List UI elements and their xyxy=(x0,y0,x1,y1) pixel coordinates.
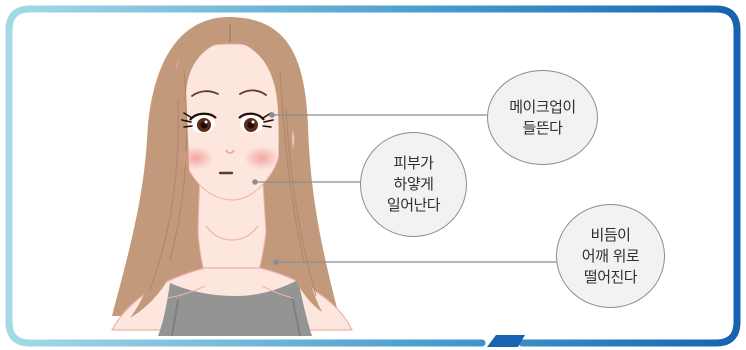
cheek-right xyxy=(244,146,280,170)
callout-makeup-label: 메이크업이 들뜬다 xyxy=(509,97,576,137)
callout-skin-label: 피부가 하얗게 일어난다 xyxy=(386,154,441,214)
callout-skin-flaking: 피부가 하얗게 일어난다 xyxy=(360,132,467,237)
callout-dandruff: 비듬이 어깨 위로 떨어진다 xyxy=(556,204,665,308)
hair-front-left xyxy=(130,22,228,318)
leader-makeup xyxy=(269,112,487,118)
anchor-dot xyxy=(252,179,258,185)
speech-tail xyxy=(487,335,525,347)
tank-top xyxy=(158,280,312,336)
eyebrow-left xyxy=(191,90,219,97)
eye-right xyxy=(238,112,274,133)
card-frame xyxy=(5,5,741,347)
callout-dandruff-label: 비듬이 어깨 위로 떨어진다 xyxy=(581,225,640,286)
anchor-dot xyxy=(269,112,275,118)
anchor-dot xyxy=(273,259,279,265)
eyebrow-right xyxy=(239,89,267,96)
eye-left xyxy=(181,112,217,133)
woman-icon xyxy=(110,17,353,337)
leader-dandruff xyxy=(273,259,557,265)
callout-makeup-lifting: 메이크업이 들뜬다 xyxy=(487,70,598,165)
leader-skin xyxy=(252,179,361,185)
cheek-left xyxy=(178,146,214,170)
nose xyxy=(225,149,235,154)
